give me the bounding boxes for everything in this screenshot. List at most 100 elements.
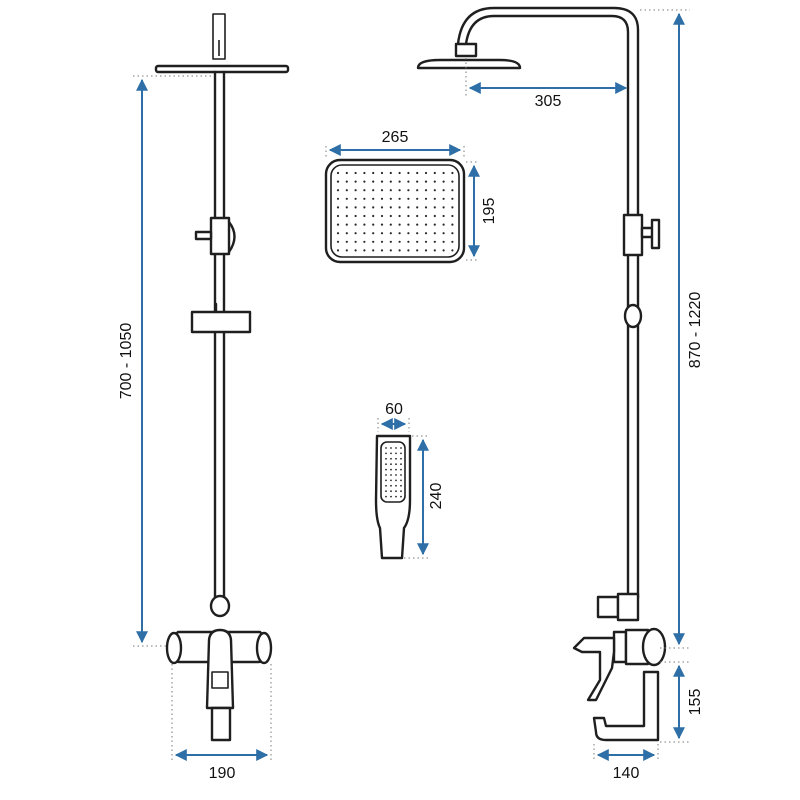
nozzle-dot <box>345 197 348 200</box>
front-spout <box>210 706 232 742</box>
nozzle-dot <box>354 249 357 252</box>
hand-nozzle-dot <box>390 490 392 493</box>
nozzle-dot <box>380 214 384 218</box>
hand-nozzle-dot <box>400 468 402 471</box>
hand-nozzle-dot <box>390 484 392 487</box>
nozzle-dot <box>442 197 445 200</box>
overhead-width-label: 265 <box>382 129 409 146</box>
hand-nozzle-grid <box>385 447 402 498</box>
nozzle-dot <box>354 223 357 226</box>
nozzle-dot <box>416 232 419 235</box>
nozzle-dot <box>407 171 410 175</box>
hand-width-label: 60 <box>385 401 403 418</box>
front-top-bracket <box>212 13 226 60</box>
nozzle-dot <box>451 232 454 235</box>
nozzle-dot <box>372 206 375 209</box>
nozzle-dot <box>336 240 340 243</box>
nozzle-dot <box>380 206 384 209</box>
nozzle-dot <box>354 214 357 218</box>
nozzle-dot <box>416 171 419 175</box>
hand-nozzle-dot <box>395 457 397 460</box>
hand-nozzle-dot <box>400 484 402 487</box>
hand-nozzle-dot <box>395 447 397 449</box>
nozzle-dot <box>416 180 419 183</box>
nozzle-dot <box>345 232 348 235</box>
nozzle-dot <box>424 223 428 226</box>
nozzle-dot <box>336 206 340 209</box>
front-width-dimension: 190 <box>171 664 272 782</box>
front-diverter-lever <box>194 230 213 241</box>
nozzle-dot <box>442 171 445 175</box>
overhead-nozzle-grid <box>336 171 454 252</box>
nozzle-dot <box>363 249 366 252</box>
nozzle-dot <box>398 171 401 175</box>
side-mixer-end <box>641 627 667 667</box>
hand-nozzle-dot <box>385 452 387 455</box>
nozzle-dot <box>372 240 375 243</box>
nozzle-dot <box>372 249 375 252</box>
nozzle-dot <box>336 223 340 226</box>
side-depth-label: 140 <box>613 765 640 782</box>
side-arm-inner <box>456 6 640 217</box>
hand-shower-outline <box>374 434 412 560</box>
nozzle-dot <box>354 206 357 209</box>
nozzle-dot <box>407 206 410 209</box>
nozzle-dot <box>389 197 392 200</box>
nozzle-dot <box>451 214 454 218</box>
nozzle-dot <box>389 214 392 218</box>
front-lever-window <box>211 671 229 689</box>
nozzle-dot <box>354 197 357 200</box>
nozzle-dot <box>433 171 436 175</box>
nozzle-dot <box>363 189 366 192</box>
hand-nozzle-dot <box>400 457 402 460</box>
front-height-label: 700 - 1050 <box>118 323 135 400</box>
nozzle-dot <box>389 206 392 209</box>
nozzle-dot <box>442 249 445 252</box>
nozzle-dot <box>336 214 340 218</box>
hand-nozzle-dot <box>385 447 387 449</box>
front-diverter-knob <box>227 220 236 254</box>
side-mixer-neck <box>612 630 628 664</box>
nozzle-dot <box>380 171 384 175</box>
hand-nozzle-dot <box>390 452 392 455</box>
nozzle-dot <box>424 240 428 243</box>
hand-nozzle-dot <box>400 490 402 493</box>
hand-nozzle-dot <box>400 495 402 498</box>
nozzle-dot <box>380 249 384 252</box>
side-height-dimension: 870 - 1220 <box>640 9 704 649</box>
nozzle-dot <box>442 206 445 209</box>
nozzle-dot <box>451 180 454 183</box>
side-reach-label: 305 <box>535 93 562 110</box>
side-spout <box>592 670 660 742</box>
nozzle-dot <box>389 189 392 192</box>
nozzle-dot <box>345 223 348 226</box>
hand-width-dimension: 60 <box>377 401 410 432</box>
front-width-label: 190 <box>209 765 236 782</box>
nozzle-dot <box>416 189 419 192</box>
hand-nozzle-dot <box>395 468 397 471</box>
nozzle-dot <box>451 171 454 175</box>
nozzle-dot <box>372 171 375 175</box>
side-overhead-plate <box>416 58 522 70</box>
hand-nozzle-dot <box>395 474 397 476</box>
nozzle-dot <box>389 249 392 252</box>
nozzle-dot <box>433 232 436 235</box>
hand-nozzle-dot <box>400 447 402 449</box>
hand-nozzle-dot <box>400 452 402 455</box>
nozzle-dot <box>451 206 454 209</box>
nozzle-dot <box>451 240 454 243</box>
hand-nozzle-dot <box>385 457 387 460</box>
nozzle-dot <box>372 189 375 192</box>
nozzle-dot <box>433 180 436 183</box>
nozzle-dot <box>451 223 454 226</box>
nozzle-dot <box>380 197 384 200</box>
hand-nozzle-dot <box>390 468 392 471</box>
nozzle-dot <box>354 240 357 243</box>
front-slider-holder <box>190 310 252 334</box>
side-arm-outer <box>464 14 630 217</box>
nozzle-dot <box>442 240 445 243</box>
side-depth-dimension: 140 <box>593 744 659 782</box>
nozzle-dot <box>433 214 436 218</box>
